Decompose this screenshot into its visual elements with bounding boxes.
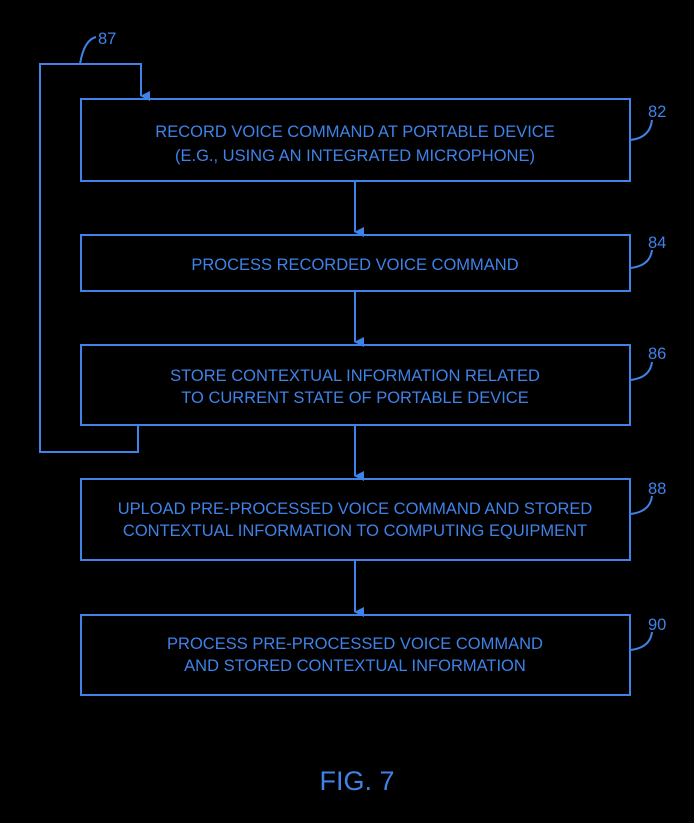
ref-leader-90 bbox=[629, 631, 653, 651]
step-90-line-2: AND STORED CONTEXTUAL INFORMATION bbox=[184, 657, 526, 675]
step-82-line-1: RECORD VOICE COMMAND AT PORTABLE DEVICE bbox=[155, 123, 554, 141]
loop-line-87 bbox=[39, 63, 150, 453]
step-84-line-1: PROCESS RECORDED VOICE COMMAND bbox=[191, 256, 518, 274]
step-box-82: RECORD VOICE COMMAND AT PORTABLE DEVICE … bbox=[80, 98, 631, 182]
step-88-line-1: UPLOAD PRE-PROCESSED VOICE COMMAND AND S… bbox=[118, 500, 593, 518]
step-box-86-frame bbox=[80, 344, 631, 426]
ref-leader-86 bbox=[629, 361, 653, 381]
step-86-line-2: TO CURRENT STATE OF PORTABLE DEVICE bbox=[181, 389, 528, 407]
ref-label-88: 88 bbox=[648, 480, 666, 498]
step-box-84: PROCESS RECORDED VOICE COMMAND bbox=[80, 234, 631, 292]
step-box-88-frame bbox=[80, 478, 631, 561]
ref-label-87: 87 bbox=[98, 30, 116, 48]
figure-label: FIG. 7 bbox=[319, 766, 394, 796]
ref-leader-82 bbox=[629, 119, 653, 141]
step-88-line-2: CONTEXTUAL INFORMATION TO COMPUTING EQUI… bbox=[123, 522, 587, 540]
ref-leader-88 bbox=[629, 495, 653, 515]
ref-leader-87 bbox=[79, 36, 97, 65]
step-box-88: UPLOAD PRE-PROCESSED VOICE COMMAND AND S… bbox=[80, 478, 631, 561]
ref-label-90: 90 bbox=[648, 616, 666, 634]
step-box-90-frame bbox=[80, 614, 631, 696]
ref-leader-84 bbox=[629, 249, 653, 269]
step-box-86: STORE CONTEXTUAL INFORMATION RELATED TO … bbox=[80, 344, 631, 426]
ref-label-84: 84 bbox=[648, 234, 666, 252]
ref-label-86: 86 bbox=[648, 345, 666, 363]
ref-label-82: 82 bbox=[648, 103, 666, 121]
step-86-line-1: STORE CONTEXTUAL INFORMATION RELATED bbox=[170, 367, 540, 385]
step-90-line-1: PROCESS PRE-PROCESSED VOICE COMMAND bbox=[167, 635, 543, 653]
step-box-90: PROCESS PRE-PROCESSED VOICE COMMAND AND … bbox=[80, 614, 631, 696]
step-82-line-2: (E.G., USING AN INTEGRATED MICROPHONE) bbox=[175, 147, 535, 165]
